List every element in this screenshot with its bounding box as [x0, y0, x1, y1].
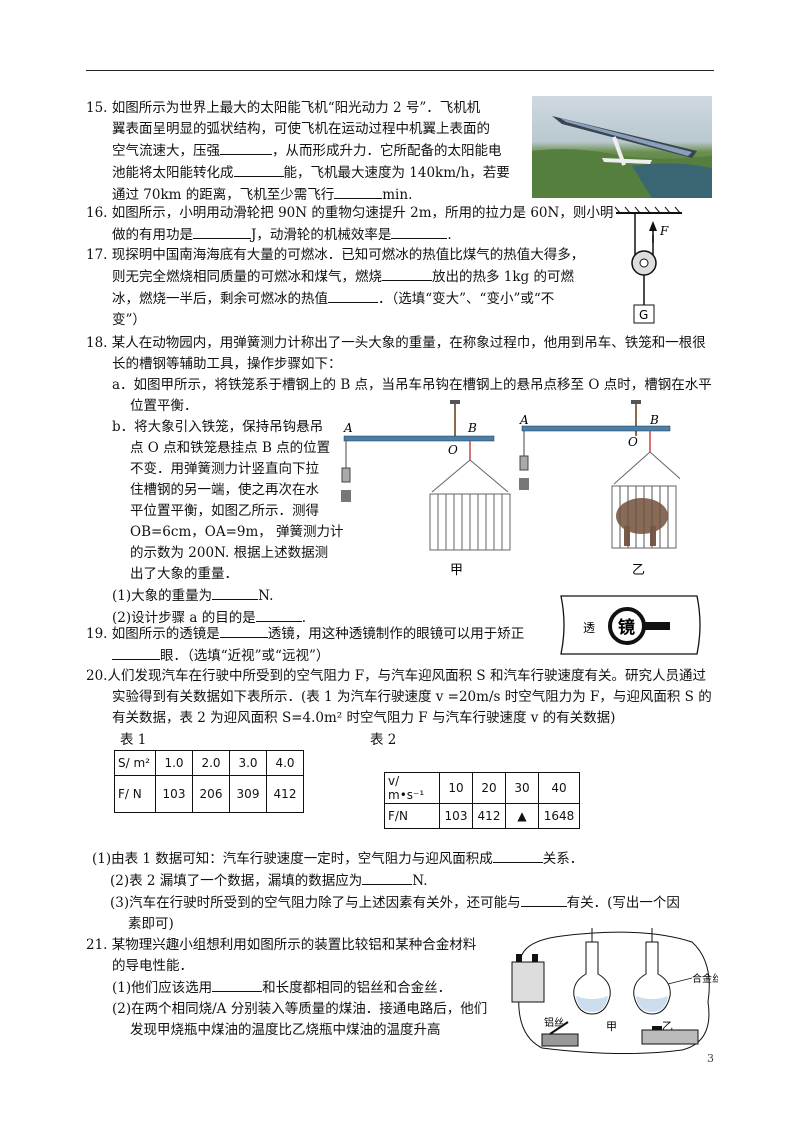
- question-19: 19. 如图所示的透镜是透镜，用这种透镜制作的眼镜可以用于矫正 眼．（选填“近视…: [86, 623, 566, 667]
- svg-text:镜: 镜: [618, 617, 635, 638]
- svg-text:O: O: [448, 443, 458, 457]
- svg-text:A: A: [519, 413, 529, 427]
- force-label: F: [659, 224, 669, 238]
- question-16: 16. 如图所示，小明用动滑轮把 90N 的重物匀速提升 2m，所用的拉力是 6…: [86, 205, 614, 243]
- question-20-subquestions: (1)由表 1 数据可知：汽车行驶速度一定时，空气阻力与迎风面积成关系． (2)…: [92, 848, 732, 935]
- table-1-title: 表 1: [120, 732, 147, 748]
- question-18: 18. 某人在动物园内，用弹簧测力计称出了一头大象的重量，在称象过程巾，他用到吊…: [86, 335, 712, 414]
- question-17: 17. 现探明中国南海海底有大量的可燃冰．已知可燃冰的热值比煤气的热值大得多， …: [86, 247, 585, 328]
- svg-text:B: B: [467, 421, 477, 435]
- svg-text:透: 透: [583, 621, 595, 635]
- svg-text:A: A: [343, 421, 353, 435]
- lever-cage-diagram: A B O 甲 A B O 乙: [341, 400, 680, 578]
- caption-jia: 甲: [450, 563, 463, 578]
- circuit-diagram: 合金丝 铝丝 甲 乙: [511, 928, 718, 1055]
- svg-text:O: O: [628, 435, 638, 449]
- weight-label: G: [639, 308, 648, 322]
- svg-text:B: B: [649, 413, 659, 427]
- pulley-diagram: F G: [614, 206, 682, 324]
- caption-yi: 乙: [632, 563, 645, 578]
- table-2-title: 表 2: [370, 732, 397, 748]
- label-aluminum-wire: 铝丝: [544, 1017, 564, 1029]
- label-alloy-wire: 合金丝: [692, 972, 718, 985]
- header-rule: [86, 70, 714, 71]
- table-2: v/ m•s⁻¹ 10 20 30 40 F/N 103 412 ▲ 1648: [384, 772, 580, 829]
- lens-diagram: 透 镜: [560, 595, 701, 655]
- table-1: S/ m² 1.0 2.0 3.0 4.0 F/ N 103 206 309 4…: [114, 750, 304, 813]
- question-18-step-b: b．将大象引入铁笼，保持吊钩悬吊 点 O 点和铁笼悬挂点 B 点的位置 不变．用…: [112, 419, 344, 626]
- solar-plane-photo: [532, 96, 712, 198]
- question-20: 20.人们发现汽车在行驶中所受到的空气阻力 F，与汽车迎风面积 S 和汽车行驶速…: [86, 668, 712, 726]
- label-flask-jia: 甲: [606, 1020, 617, 1033]
- label-flask-yi: 乙: [662, 1020, 673, 1033]
- page-number: 3: [707, 1052, 714, 1065]
- question-21: 21. 某物理兴趣小组想利用如图所示的装置比较铝和某种合金材料 的导电性能． (…: [86, 937, 488, 1038]
- question-15: 15. 如图所示为世界上最大的太阳能飞机“阳光动力 2 号”．飞机机 翼表面呈明…: [86, 100, 510, 203]
